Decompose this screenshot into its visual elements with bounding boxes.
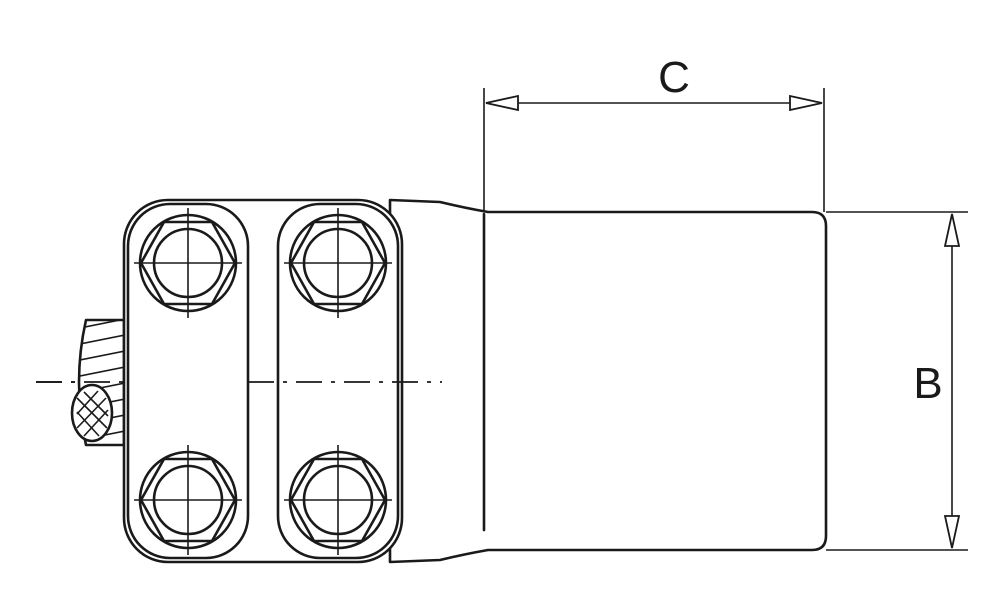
bolt-top-left <box>134 208 242 318</box>
dimension-c-arrow-right <box>789 94 823 112</box>
cable-cross-section <box>70 383 114 443</box>
bolt-bottom-left <box>134 445 242 555</box>
dimension-c-arrow-left <box>485 94 519 112</box>
dimension-b: B <box>826 211 968 551</box>
dimension-c-label: C <box>658 53 690 102</box>
bolt-bottom-right <box>284 445 392 555</box>
dimension-c: C <box>483 53 825 212</box>
dimension-b-label: B <box>913 359 942 408</box>
dimension-b-arrow-bottom <box>943 515 961 549</box>
dimension-b-arrow-top <box>943 213 961 247</box>
lug-barrel <box>388 198 828 564</box>
bolt-top-right <box>284 208 392 318</box>
